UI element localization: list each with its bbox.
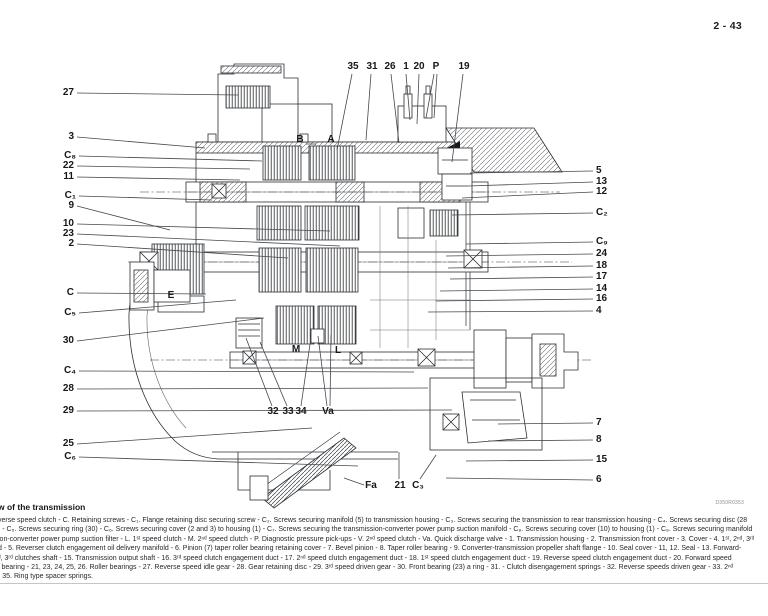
callout-32: 32 [267,406,279,417]
caption-line: verse speed clutch - C. Retaining screws… [0,517,748,524]
callout-c₈: C₈ [64,150,76,161]
callout-9: 9 [68,200,74,211]
callout-18: 18 [596,260,608,271]
callout-7: 7 [596,417,602,428]
callout-fa: Fa [365,480,377,491]
callout-33: 33 [282,406,294,417]
callout-c₁: C₁ [64,190,76,201]
callout-3: 3 [68,131,74,142]
callout-17: 17 [596,271,608,282]
page-number: 2 - 43 [713,20,742,32]
callout-4: 4 [596,305,602,316]
callout-c₅: C₅ [64,307,76,318]
caption-text: verse speed clutch - C. Retaining screws… [0,516,754,582]
callout-16: 16 [596,293,608,304]
callout-8: 8 [596,434,602,445]
callout-12: 12 [596,186,608,197]
caption-line: d - 5. Reverser clutch engagement oil de… [0,545,742,553]
callout-22: 22 [62,160,74,171]
callout-leader-lines [76,73,594,486]
callout-c₉: C₉ [596,236,608,247]
caption-line: ) - C₅. Screws securing ring (30) - C₆. … [0,526,753,534]
figure-code: D350R0353 [715,500,744,506]
callout-6: 6 [596,474,602,485]
callout-14: 14 [596,283,608,294]
callout-c₃: C₃ [412,480,424,491]
callout-b: B [296,134,304,145]
callout-2: 2 [68,238,74,249]
callout-5: 5 [596,165,602,176]
callout-1: 1 [403,61,409,72]
callout-15: 15 [596,454,608,465]
callout-19: 19 [458,61,470,72]
callout-c: C [66,287,74,298]
callout-a: A [327,134,335,145]
callout-20: 20 [413,61,425,72]
callout-26: 26 [384,61,396,72]
caption-line: ion-converter power pump suction filter … [0,535,754,543]
callout-11: 11 [63,171,74,182]
callout-13: 13 [596,176,608,187]
callout-m: M [291,344,301,355]
caption-line: - 35. Ring type spacer springs. [0,573,93,581]
callout-l: L [334,345,342,356]
caption-heading: w of the transmission [0,502,86,512]
callout-35: 35 [347,61,359,72]
callout-34: 34 [295,406,307,417]
footer-rule [0,583,768,584]
callout-30: 30 [62,335,74,346]
callout-28: 28 [62,383,74,394]
callout-10: 10 [62,218,74,229]
callout-c₂: C₂ [596,207,608,218]
callout-24: 24 [596,248,608,259]
callout-c₄: C₄ [64,365,76,376]
callout-25: 25 [62,438,74,449]
callout-va: Va [322,406,334,417]
callout-23: 23 [62,228,74,239]
callout-21: 21 [394,480,406,491]
callout-29: 29 [62,405,74,416]
callout-27: 27 [62,87,74,98]
callout-31: 31 [366,61,378,72]
caption-line: l bearing - 21, 23, 24, 25, 26. Roller b… [0,564,734,572]
callout-c₆: C₆ [64,451,76,462]
caption-line: ᵈ, 3ʳᵈ clutches shaft - 15. Transmission… [0,554,732,562]
drawing-geometry [128,63,592,509]
callout-e: E [167,290,175,301]
callout-p: P [432,61,440,72]
